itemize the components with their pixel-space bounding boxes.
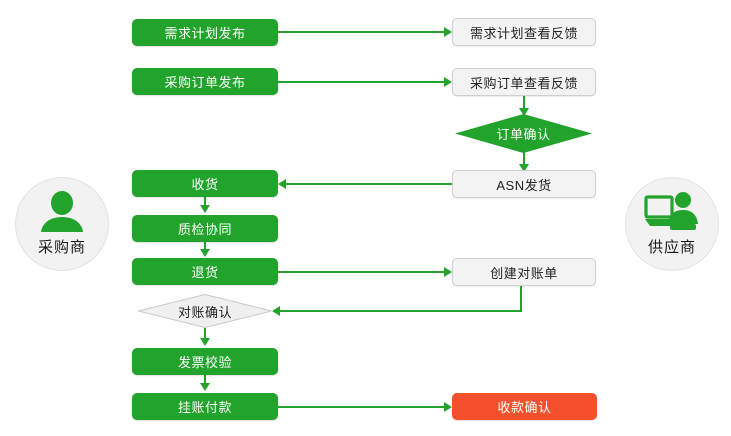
actor-label: 供应商 <box>647 239 696 256</box>
connector-payment-to-receipt-confirm <box>278 406 444 408</box>
arrowhead-receipt-to-quality <box>200 205 210 213</box>
node-quality-collab[interactable]: 质检协同 <box>132 215 278 242</box>
person-icon <box>39 191 85 233</box>
actor-supplier[interactable]: 供应商 <box>625 177 719 271</box>
node-label: 质检协同 <box>177 222 232 237</box>
node-label: 收货 <box>191 177 219 192</box>
node-receipt-confirm[interactable]: 收款确认 <box>452 393 597 420</box>
connector-receipt-to-quality <box>204 197 206 207</box>
node-label: 挂账付款 <box>177 400 232 415</box>
actor-label: 采购商 <box>37 239 86 256</box>
node-po-publish[interactable]: 采购订单发布 <box>132 68 278 95</box>
arrowhead-return-to-statement <box>444 267 452 277</box>
node-reconcile-confirm[interactable]: 对账确认 <box>138 293 272 329</box>
node-demand-plan-feedback[interactable]: 需求计划查看反馈 <box>452 18 596 46</box>
node-demand-plan-publish[interactable]: 需求计划发布 <box>132 19 278 46</box>
node-label: 收款确认 <box>497 400 552 415</box>
person-at-computer-icon <box>644 191 700 233</box>
connector-po-publish <box>278 81 444 83</box>
node-return-goods[interactable]: 退货 <box>132 258 278 285</box>
connector-asn-to-receipt <box>286 183 452 185</box>
arrowhead-confirm-to-asn <box>519 164 529 172</box>
arrowhead-payment-to-receipt-confirm <box>444 402 452 412</box>
diamond-shape <box>138 293 272 329</box>
connector-quality-to-return <box>204 242 206 251</box>
node-label: 需求计划查看反馈 <box>469 25 578 41</box>
node-label: 采购订单查看反馈 <box>469 75 578 91</box>
arrowhead-quality-to-return <box>200 249 210 257</box>
connector-po-to-confirm <box>523 95 525 111</box>
node-label: 创建对账单 <box>490 265 558 281</box>
arrowhead-reconcile-to-invoice <box>200 338 210 346</box>
node-asn-shipment[interactable]: ASN发货 <box>452 170 596 198</box>
node-po-feedback[interactable]: 采购订单查看反馈 <box>452 68 596 96</box>
connector-statement-down <box>520 285 522 312</box>
node-label: 退货 <box>191 265 219 280</box>
connector-return-to-statement <box>278 271 444 273</box>
connector-reconcile-to-invoice <box>204 328 206 340</box>
node-label: 对账确认 <box>177 304 232 320</box>
diamond-shape <box>455 114 592 153</box>
node-goods-receipt[interactable]: 收货 <box>132 170 278 197</box>
arrowhead-invoice-to-payment <box>200 383 210 391</box>
node-payable-payment[interactable]: 挂账付款 <box>132 393 278 420</box>
node-label: 采购订单发布 <box>164 75 246 90</box>
arrowhead-asn-to-receipt <box>278 179 286 189</box>
connector-statement-to-reconcile <box>280 310 522 312</box>
actor-buyer[interactable]: 采购商 <box>15 177 109 271</box>
node-label: 订单确认 <box>496 127 551 142</box>
node-label: ASN发货 <box>496 177 552 193</box>
node-label: 发票校验 <box>177 355 232 370</box>
connector-demand-plan <box>278 31 444 33</box>
node-create-statement[interactable]: 创建对账单 <box>452 258 596 286</box>
connector-invoice-to-payment <box>204 375 206 385</box>
node-invoice-verify[interactable]: 发票校验 <box>132 348 278 375</box>
arrowhead-po-publish <box>444 77 452 87</box>
node-label: 需求计划发布 <box>164 26 246 41</box>
arrowhead-statement-to-reconcile <box>272 306 280 316</box>
connector-confirm-to-asn <box>523 152 525 167</box>
arrowhead-demand-plan <box>444 27 452 37</box>
arrowhead-po-to-confirm <box>519 108 529 116</box>
node-order-confirm[interactable]: 订单确认 <box>455 114 592 153</box>
